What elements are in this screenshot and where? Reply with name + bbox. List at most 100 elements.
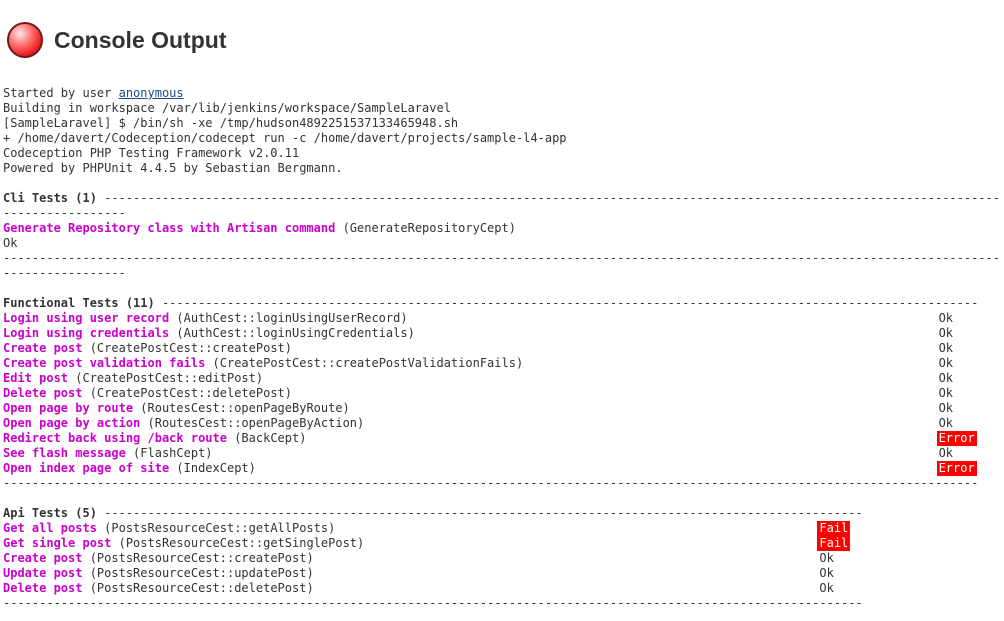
test-class: (AuthCest::loginUsingUserRecord) <box>169 311 408 325</box>
test-status: Ok <box>938 326 954 340</box>
separator-dashes: ----------------------------------------… <box>96 506 863 520</box>
log-line: + /home/davert/Codeception/codecept run … <box>3 131 567 145</box>
suite-title: Functional Tests (11) <box>3 296 155 310</box>
test-class: (PostsResourceCest::createPost) <box>82 551 314 565</box>
log-line: Building in workspace /var/lib/jenkins/w… <box>3 101 451 115</box>
test-status: Ok <box>938 371 954 385</box>
test-class: (CreatePostCest::deletePost) <box>82 386 292 400</box>
test-name: Generate Repository class with Artisan c… <box>3 221 336 235</box>
test-name: Delete post <box>3 581 83 595</box>
test-name: Get single post <box>3 536 112 550</box>
test-status: Ok <box>938 446 954 460</box>
test-result-line: Generate Repository class with Artisan c… <box>3 221 1004 236</box>
test-status: Ok <box>819 566 834 580</box>
suite-cli-tests: Cli Tests (1) --------------------------… <box>3 191 1004 296</box>
test-result-line: Open index page of site (IndexCept) Error <box>3 461 1004 476</box>
test-class: (GenerateRepositoryCept) <box>335 221 516 235</box>
test-class: (CreatePostCest::editPost) <box>68 371 264 385</box>
test-status-error-badge: Error <box>936 431 977 446</box>
test-status: Ok <box>3 236 18 250</box>
separator-dashes: ----------------------------------------… <box>3 191 1000 220</box>
suite-functional-tests: Functional Tests (11) ------------------… <box>3 296 1004 506</box>
test-name: Login using user record <box>3 311 170 325</box>
test-result-line: Create post (CreatePostCest::createPost)… <box>3 341 1004 356</box>
test-status: Ok <box>938 386 954 400</box>
separator-dashes: ----------------------------------------… <box>3 596 863 610</box>
test-status: Ok <box>938 341 954 355</box>
test-class: (PostsResourceCest::updatePost) <box>82 566 314 580</box>
separator-line: ----------------------------------------… <box>3 251 1004 281</box>
test-status-error-badge: Error <box>936 461 977 476</box>
log-line: Codeception PHP Testing Framework v2.0.1… <box>3 146 300 160</box>
test-name: Login using credentials <box>3 326 170 340</box>
build-status-red-ball-icon <box>7 22 43 58</box>
test-name: Update post <box>3 566 83 580</box>
test-class: (CreatePostCest::createPostValidationFai… <box>205 356 524 370</box>
test-result-line: Edit post (CreatePostCest::editPost) Ok <box>3 371 1004 386</box>
test-result-line: Login using credentials (AuthCest::login… <box>3 326 1004 341</box>
blank-line <box>3 176 1004 191</box>
separator-dashes: ----------------------------------------… <box>3 251 1000 280</box>
test-status: Ok <box>819 581 834 595</box>
test-result-line: Create post (PostsResourceCest::createPo… <box>3 551 1004 566</box>
blank-line <box>3 281 1004 296</box>
test-name: Delete post <box>3 386 83 400</box>
test-result-line: Create post validation fails (CreatePost… <box>3 356 1004 371</box>
test-name: Edit post <box>3 371 69 385</box>
test-class: (PostsResourceCest::getSinglePost) <box>111 536 365 550</box>
test-status: Ok <box>938 311 954 325</box>
suite-api-tests: Api Tests (5) --------------------------… <box>3 506 1004 611</box>
test-name: Open page by action <box>3 416 141 430</box>
test-class: (AuthCest::loginUsingCredentials) <box>169 326 415 340</box>
test-name: Create post validation fails <box>3 356 206 370</box>
test-result-line: Update post (PostsResourceCest::updatePo… <box>3 566 1004 581</box>
test-result-line: Get all posts (PostsResourceCest::getAll… <box>3 521 1004 536</box>
test-class: (PostsResourceCest::deletePost) <box>82 581 314 595</box>
test-name: Redirect back using /back route <box>3 431 227 445</box>
separator-line: ----------------------------------------… <box>3 596 1004 611</box>
test-status: Ok <box>819 551 834 565</box>
separator-line: ----------------------------------------… <box>3 476 1004 491</box>
separator-dashes: ----------------------------------------… <box>154 296 979 310</box>
test-class: (BackCept) <box>226 431 307 445</box>
test-class: (IndexCept) <box>169 461 256 475</box>
test-name: Get all posts <box>3 521 97 535</box>
suite-header-line: Api Tests (5) --------------------------… <box>3 506 1004 521</box>
test-result-line: Open page by route (RoutesCest::openPage… <box>3 401 1004 416</box>
test-result-line: See flash message (FlashCept) Ok <box>3 446 1004 461</box>
test-class: (RoutesCest::openPageByRoute) <box>133 401 350 415</box>
test-name: Create post <box>3 551 83 565</box>
separator-dashes: ----------------------------------------… <box>3 476 979 490</box>
test-name: Open page by route <box>3 401 134 415</box>
test-status-fail-badge: Fail <box>817 521 851 536</box>
console-log: Started by user anonymous Building in wo… <box>0 86 1004 611</box>
log-line: [SampleLaravel] $ /bin/sh -xe /tmp/hudso… <box>3 116 459 130</box>
test-status: Ok <box>938 356 954 370</box>
test-class: (RoutesCest::openPageByAction) <box>140 416 365 430</box>
test-name: Create post <box>3 341 83 355</box>
blank-line <box>3 491 1004 506</box>
suite-header-line: Cli Tests (1) --------------------------… <box>3 191 1004 221</box>
test-status: Ok <box>938 416 954 430</box>
test-result-line: Open page by action (RoutesCest::openPag… <box>3 416 1004 431</box>
suite-header-line: Functional Tests (11) ------------------… <box>3 296 1004 311</box>
suite-title: Api Tests (5) <box>3 506 97 520</box>
test-class: (CreatePostCest::createPost) <box>82 341 292 355</box>
test-status-fail-badge: Fail <box>817 536 851 551</box>
log-line: Powered by PHPUnit 4.4.5 by Sebastian Be… <box>3 161 343 175</box>
test-class: (FlashCept) <box>125 446 213 460</box>
test-class: (PostsResourceCest::getAllPosts) <box>96 521 336 535</box>
page-header: Console Output <box>0 0 1004 60</box>
test-name: Open index page of site <box>3 461 170 475</box>
test-result-line: Login using user record (AuthCest::login… <box>3 311 1004 326</box>
started-by-text: Started by user <box>3 86 119 100</box>
log-line-started-by: Started by user anonymous <box>3 86 1004 101</box>
started-by-user-link[interactable]: anonymous <box>118 86 184 100</box>
test-status: Ok <box>938 401 954 415</box>
test-status-line: Ok <box>3 236 1004 251</box>
test-result-line: Get single post (PostsResourceCest::getS… <box>3 536 1004 551</box>
page-title: Console Output <box>54 26 227 53</box>
test-result-line: Delete post (CreatePostCest::deletePost)… <box>3 386 1004 401</box>
suite-title: Cli Tests (1) <box>3 191 97 205</box>
test-name: See flash message <box>3 446 126 460</box>
